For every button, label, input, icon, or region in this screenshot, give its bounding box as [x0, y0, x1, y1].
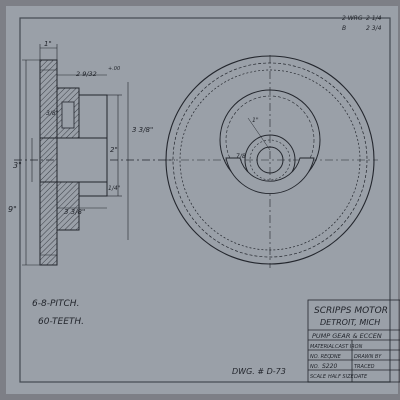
hub-lower [56, 181, 80, 231]
drawing-border [19, 17, 391, 383]
tb-location: DETROIT, MICH [320, 318, 380, 327]
drawing-number: DWG. # D-73 [232, 367, 286, 376]
hub-dashed [249, 139, 291, 181]
front-view [165, 55, 378, 268]
dim-hub-tolerance: +.00 [108, 66, 120, 72]
bore-circle [256, 146, 284, 174]
dim-3: 3" [13, 161, 22, 170]
corner-note-line1: 2 WRG [342, 15, 363, 22]
gear-rim-section [39, 59, 58, 266]
note-pitch: 6-8-PITCH. [32, 299, 79, 309]
front-dim-b: 7/8 [236, 153, 246, 160]
tb-pattern-value: S220 [322, 363, 337, 370]
tb-req-value: ONE [330, 354, 342, 360]
gear-outer-circle [165, 55, 375, 265]
tb-company: SCRIPPS MOTOR [314, 306, 388, 316]
corner-note: 2 WRG B 2 1/4 2 3/4 [342, 15, 382, 32]
tb-part: PUMP GEAR & ECCEN [312, 332, 382, 340]
dim-frac-a: 3/8" [46, 110, 59, 117]
tb-traced-label: TRACED [354, 364, 375, 370]
dim-rim-width: 1" [44, 40, 52, 48]
tb-scale-label: SCALE [310, 374, 327, 380]
pitch-circle [172, 62, 368, 258]
front-dim-a: 1" [252, 117, 259, 124]
dim-9: 9" [8, 205, 17, 214]
dim-bore: 2" [110, 146, 118, 154]
note-teeth: 60-TEETH. [38, 317, 84, 327]
dim-right: 3 3/8" [132, 126, 153, 134]
tb-date-label: DATE [354, 374, 368, 380]
root-circle [179, 69, 361, 251]
corner-note-line2: B [342, 25, 346, 32]
dim-hub-length: 3 3/8" [64, 208, 85, 216]
tb-req-label: NO. REQ. [310, 354, 333, 360]
section-view [14, 44, 175, 266]
title-block [307, 299, 400, 383]
web-core [56, 137, 108, 183]
dim-hub-diameter: 2 9/32 [76, 70, 97, 78]
tb-material-value: CAST IRON [335, 344, 363, 350]
title-block-text: SCRIPPS MOTOR DETROIT, MICH PUMP GEAR & … [310, 306, 388, 380]
eccentric-dashed [225, 95, 315, 185]
tb-material-label: MATERIAL [310, 344, 335, 350]
section-dimensions: 1" 2 9/32 +.00 3/8" 2" 3 3/8" 3" 9" 3 3/… [8, 40, 153, 216]
crescent-cutout [225, 157, 315, 195]
tb-drawn-label: DRAWN BY [354, 354, 382, 360]
tb-scale-value: HALF SIZE [328, 374, 355, 380]
corner-note-val2: 2 3/4 [366, 25, 382, 32]
corner-note-val1: 2 1/4 [366, 15, 382, 22]
tb-pattern-label: NO. [310, 364, 319, 370]
dim-frac-b: 1/4" [108, 185, 121, 192]
